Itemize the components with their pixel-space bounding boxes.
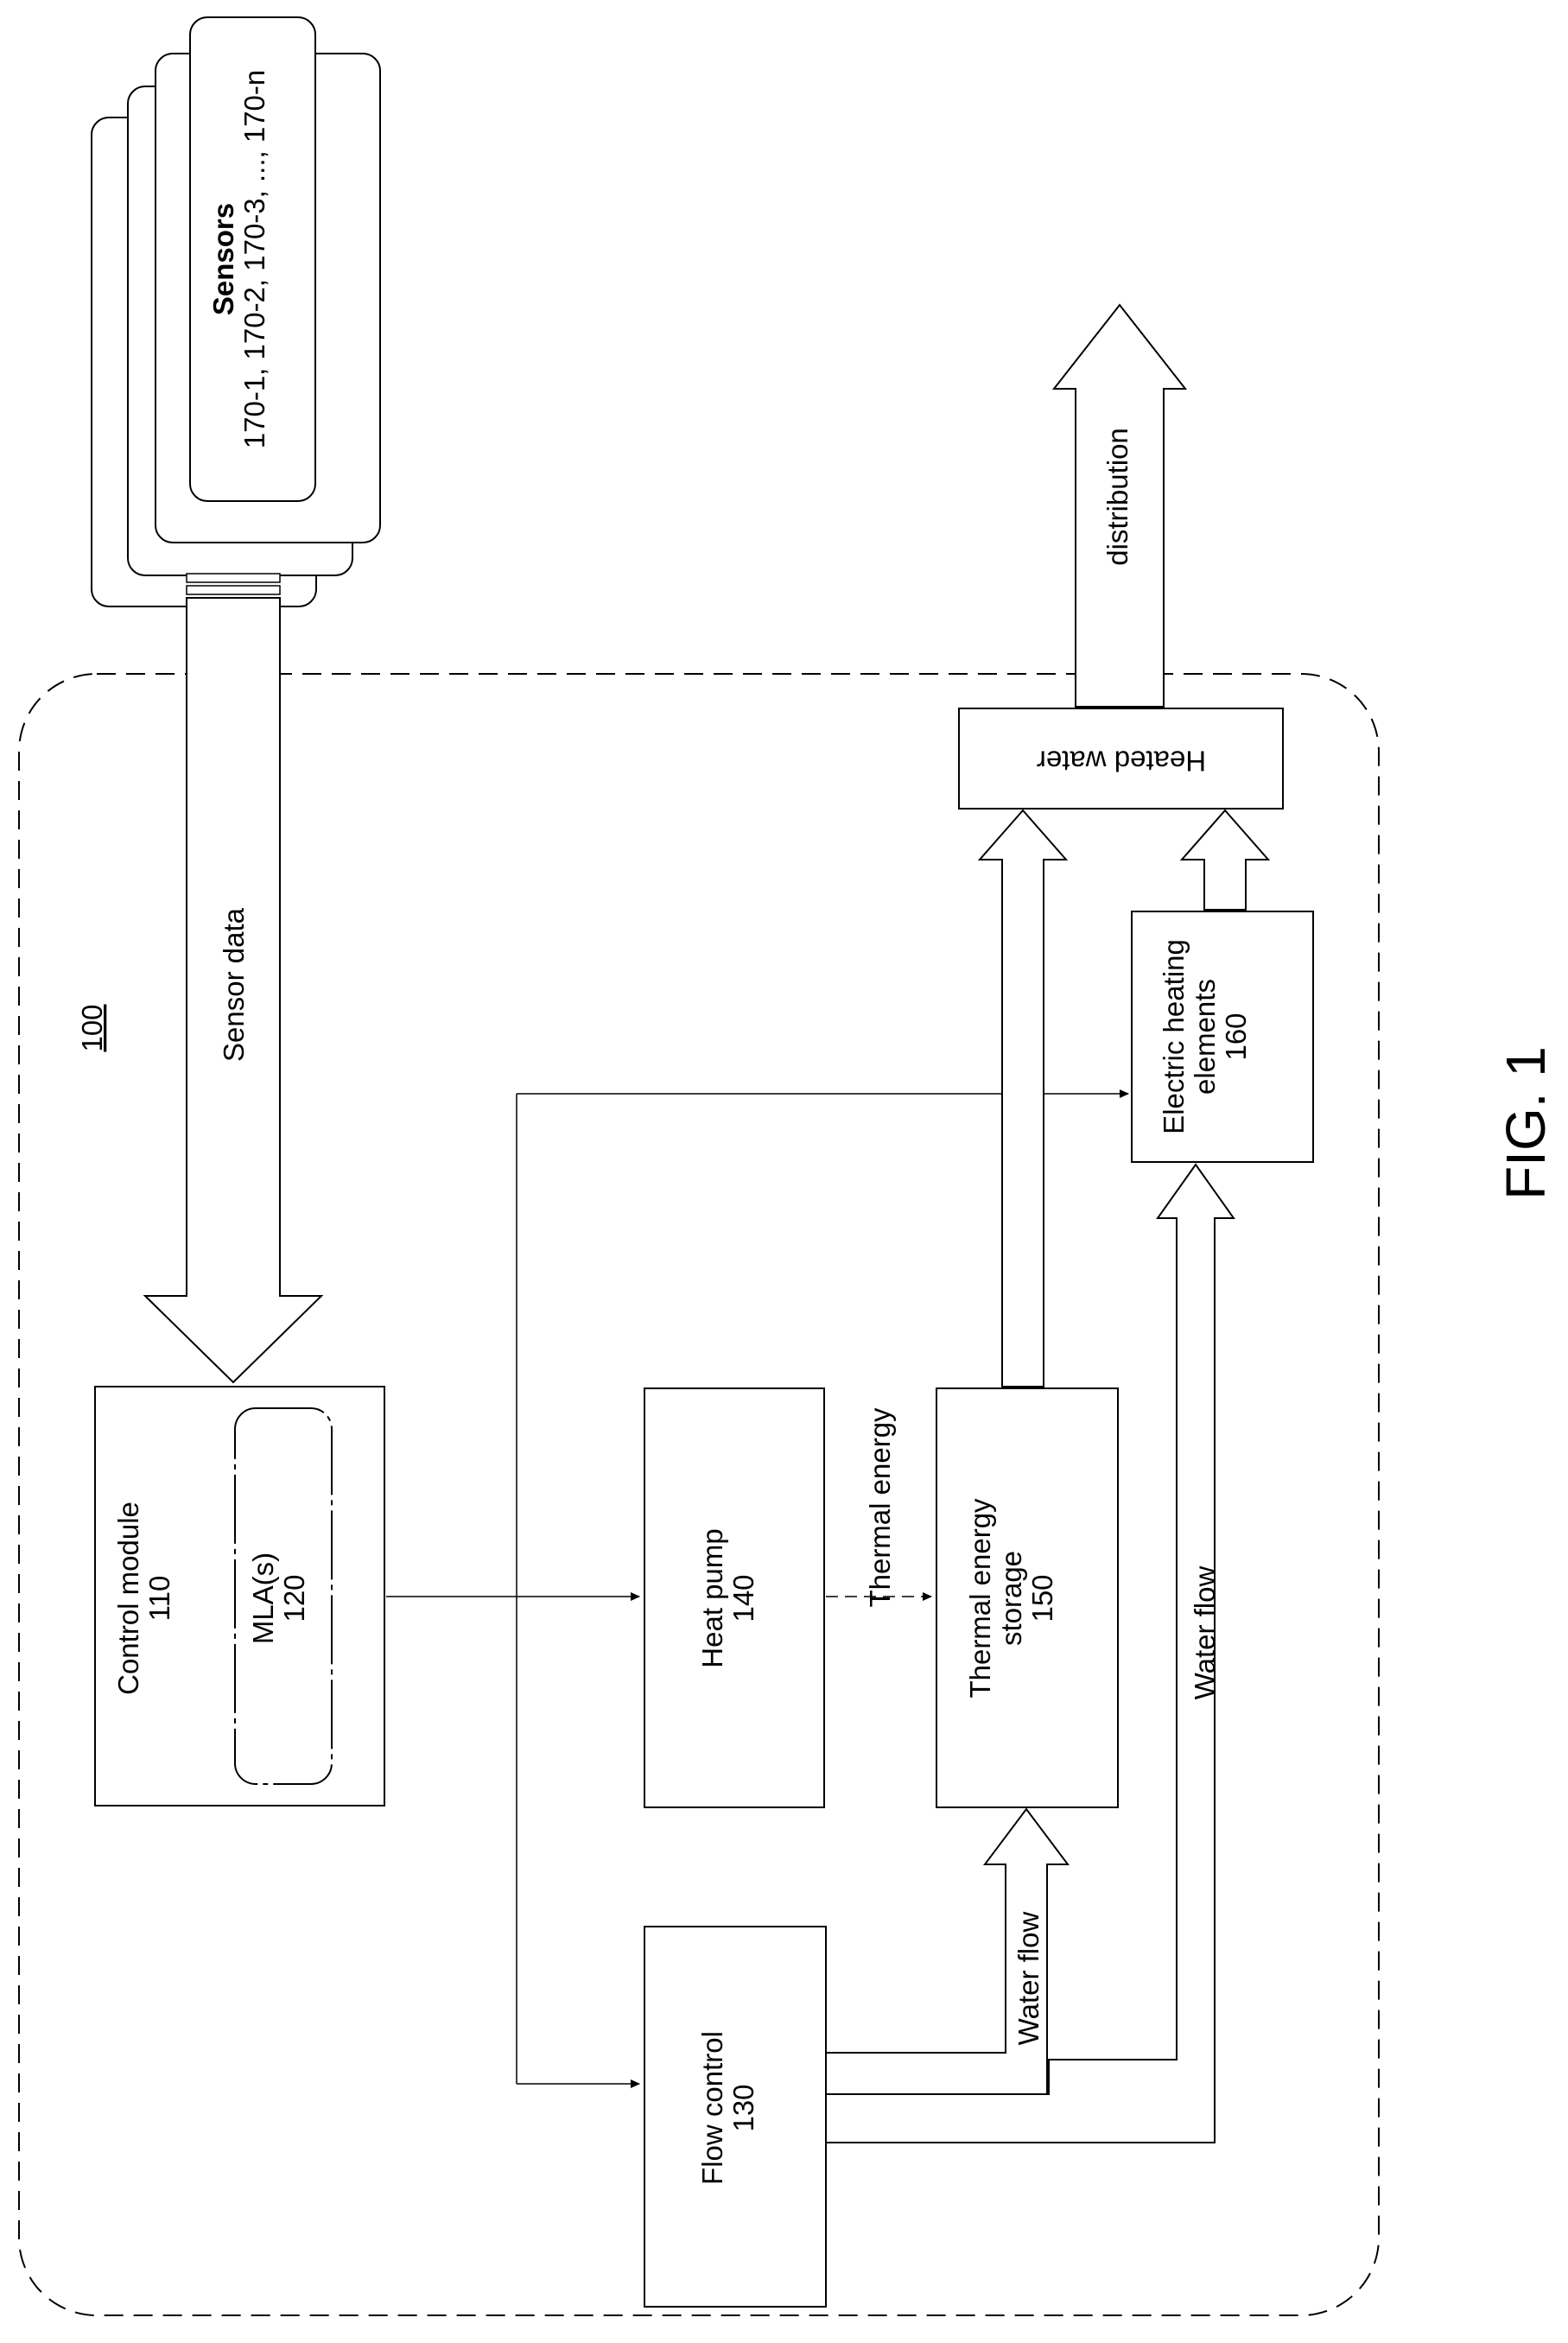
heat-pump-name: Heat pump	[696, 1528, 728, 1667]
sensors-title: Sensors	[207, 203, 239, 315]
water-flow-label-heating: Water flow	[1189, 1566, 1221, 1700]
thermal-storage-name-line1: Thermal energy	[964, 1498, 996, 1699]
sensor-stack: Sensors 170-1, 170-2, 170-3, ..., 170-n	[92, 17, 380, 606]
mla-ref: 120	[278, 1574, 310, 1622]
water-flow-label-storage: Water flow	[1013, 1912, 1044, 2046]
sensor-data-label: Sensor data	[218, 907, 250, 1062]
thermal-energy-label: Thermal energy	[864, 1407, 896, 1608]
sensor-connector-1	[187, 574, 280, 582]
storage-to-heated-water-arrow	[980, 810, 1066, 1387]
sensor-connector-2	[187, 586, 280, 594]
mla-name: MLA(s)	[247, 1552, 279, 1644]
sensors-ids: 170-1, 170-2, 170-3, ..., 170-n	[238, 70, 270, 448]
heated-water-label: Heated water	[1037, 745, 1206, 777]
electric-heating-name-line2: elements	[1189, 979, 1221, 1095]
control-module-name: Control module	[112, 1502, 144, 1695]
flow-control-ref: 130	[727, 2084, 759, 2131]
electric-heating-name-line1: Electric heating	[1158, 939, 1190, 1134]
heat-pump-ref: 140	[727, 1574, 759, 1622]
electric-heating-ref: 160	[1220, 1013, 1252, 1060]
thermal-storage-ref: 150	[1026, 1574, 1058, 1622]
control-module-ref: 110	[143, 1576, 175, 1622]
thermal-storage-name-line2: storage	[995, 1551, 1027, 1646]
heating-to-heated-water-arrow	[1182, 810, 1268, 910]
distribution-label: distribution	[1101, 428, 1133, 566]
flow-control-name: Flow control	[696, 2031, 728, 2185]
figure-label: FIG. 1	[1495, 1046, 1557, 1200]
system-ref-label: 100	[76, 1004, 108, 1051]
